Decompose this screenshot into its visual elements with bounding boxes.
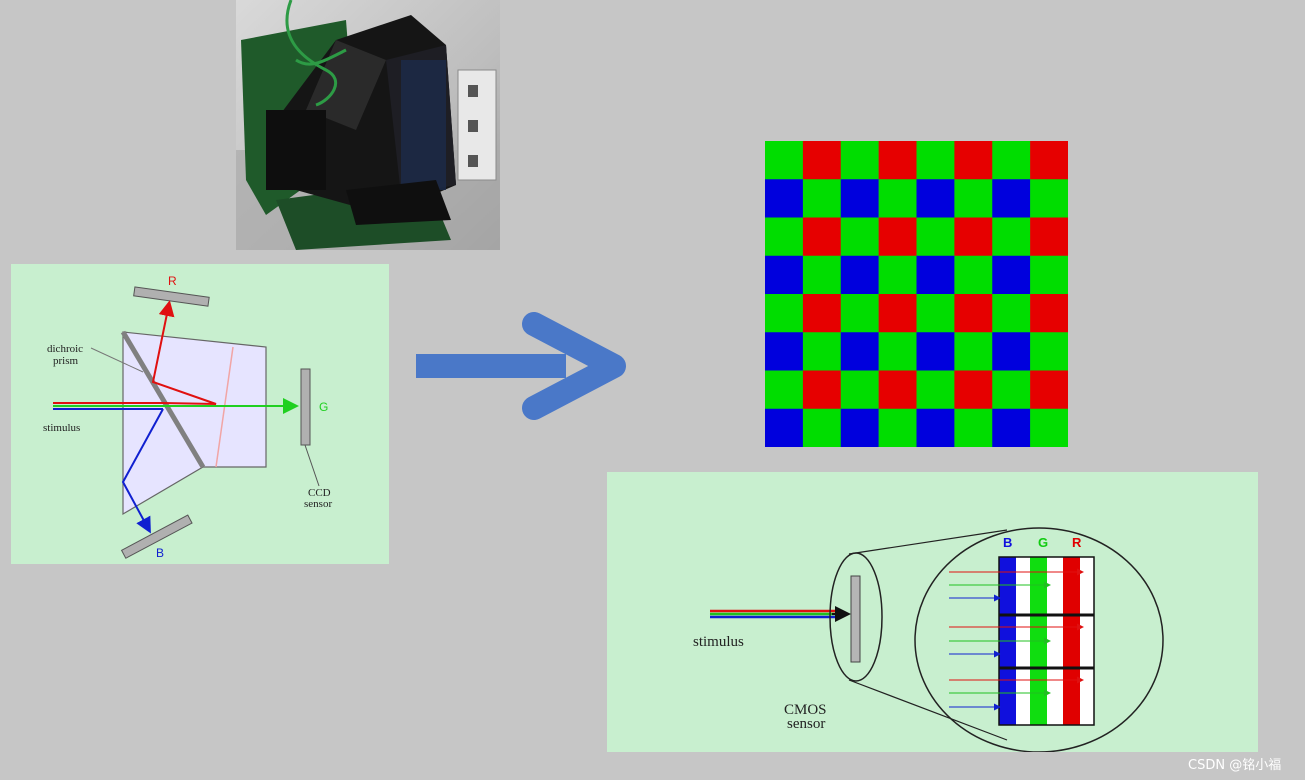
bayer-cell: [840, 255, 879, 295]
blue-sensor-plate: [120, 514, 193, 559]
sensor-detail-circle: [914, 527, 1164, 752]
bayer-cell: [992, 332, 1031, 371]
bayer-cell: [916, 370, 955, 410]
label-r: R: [168, 274, 177, 288]
cmos-label-sensor: sensor: [787, 716, 825, 732]
label-b: B: [156, 546, 164, 560]
bayer-cell: [840, 141, 879, 180]
cmos-label-r: R: [1072, 535, 1082, 550]
ccd-sensor-plate: [300, 368, 311, 446]
bayer-cell: [954, 332, 993, 371]
cmos-label-b: B: [1003, 535, 1012, 550]
bayer-cell: [802, 408, 842, 447]
bayer-cell: [765, 370, 804, 410]
bayer-cell: [765, 294, 804, 333]
bayer-cell: [954, 217, 993, 257]
bayer-cell: [916, 217, 955, 257]
bayer-cell: [878, 370, 917, 410]
bayer-cell: [840, 217, 879, 257]
cmos-label-cmos: CMOS: [784, 702, 827, 718]
right-arrow-icon: [416, 312, 626, 420]
bayer-cell: [802, 370, 842, 410]
bayer-filter-mosaic: [765, 141, 1068, 447]
bayer-cell: [765, 332, 804, 371]
bayer-cell: [765, 408, 804, 447]
bayer-cell: [878, 179, 917, 218]
cmos-sensor-diagram: B G R stimulus CMOS sensor: [607, 472, 1258, 752]
label-g: G: [319, 400, 328, 414]
label-ccd: CCD: [308, 487, 331, 499]
bayer-cell: [1030, 408, 1068, 447]
bayer-cell: [1030, 179, 1068, 218]
bayer-cell: [992, 408, 1031, 447]
bayer-cell: [765, 141, 804, 180]
bayer-cell: [878, 217, 917, 257]
bayer-cell: [1030, 217, 1068, 257]
bayer-cell: [916, 332, 955, 371]
bayer-cell: [916, 408, 955, 447]
dichroic-mirror-1: [120, 330, 206, 469]
cmos-sensor-plate: [850, 575, 861, 663]
bayer-cell: [802, 294, 842, 333]
bayer-cell: [840, 370, 879, 410]
bayer-cell: [954, 294, 993, 333]
bayer-cell: [802, 217, 842, 257]
blue-ray: [121, 408, 164, 534]
bayer-cell: [1030, 141, 1068, 180]
label-ccd-sensor: sensor: [304, 498, 332, 510]
bayer-cell: [954, 179, 993, 218]
bayer-cell: [916, 294, 955, 333]
bayer-cell: [992, 179, 1031, 218]
bayer-cell: [802, 255, 842, 295]
bayer-cell: [840, 179, 879, 218]
bayer-cell: [1030, 255, 1068, 295]
prism-block-photo: [236, 0, 500, 250]
bayer-cell: [840, 332, 879, 371]
bayer-cell: [802, 141, 842, 180]
bayer-cell: [916, 255, 955, 295]
red-ray: [151, 300, 217, 405]
bayer-cell: [954, 408, 993, 447]
bayer-cell: [878, 332, 917, 371]
bayer-cell: [878, 408, 917, 447]
bayer-cell: [954, 255, 993, 295]
bayer-cell: [992, 370, 1031, 410]
bayer-cell: [992, 255, 1031, 295]
dichroic-prism-diagram: R G B dichroic prism stimulus CCD sensor: [11, 264, 389, 564]
bayer-cell: [992, 141, 1031, 180]
bayer-cell: [954, 370, 993, 410]
layer-red: [1063, 557, 1080, 725]
bayer-cell: [765, 255, 804, 295]
bayer-cell: [1030, 370, 1068, 410]
bayer-cell: [878, 141, 917, 180]
bayer-cell: [916, 179, 955, 218]
bayer-cell: [1030, 332, 1068, 371]
bayer-cell: [878, 255, 917, 295]
bayer-cell: [992, 217, 1031, 257]
bayer-cell: [992, 294, 1031, 333]
cmos-label-g: G: [1038, 535, 1048, 550]
watermark: CSDN @铭小福: [1188, 758, 1282, 773]
bayer-cell: [840, 408, 879, 447]
cmos-label-stimulus: stimulus: [693, 634, 744, 650]
bayer-cell: [878, 294, 917, 333]
label-dichroic: dichroic: [47, 343, 83, 355]
bayer-cell: [765, 179, 804, 218]
label-prism: prism: [53, 355, 79, 367]
bayer-cell: [1030, 294, 1068, 333]
bayer-cell: [954, 141, 993, 180]
bayer-cell: [840, 294, 879, 333]
bayer-cell: [802, 332, 842, 371]
cmos-panel-background: [607, 472, 1258, 752]
bayer-cell: [916, 141, 955, 180]
label-stimulus: stimulus: [43, 422, 80, 434]
bayer-cell: [802, 179, 842, 218]
layer-arrows: [949, 568, 1084, 711]
bayer-cell: [765, 217, 804, 257]
